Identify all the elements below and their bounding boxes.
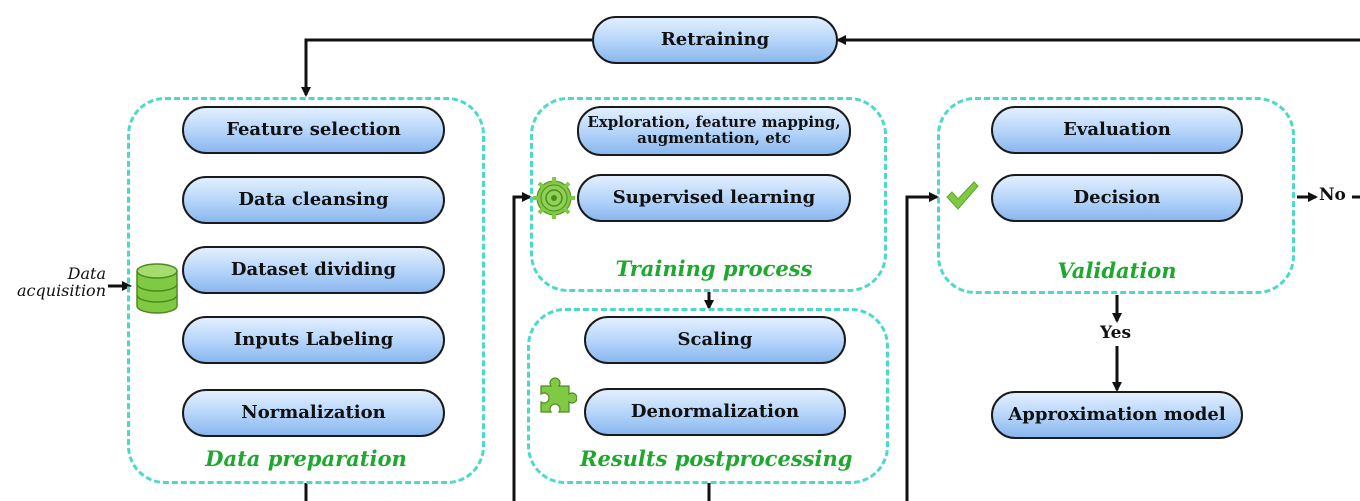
to-training-arrow: [512, 192, 532, 501]
no-label: No: [1319, 185, 1346, 205]
results-postprocessing-label: Results postprocessing: [580, 446, 853, 471]
results-postprocessing-group: [527, 308, 889, 484]
to-validation-arrow: [905, 192, 939, 501]
retraining-node[interactable]: Retraining: [592, 16, 838, 64]
puzzle-icon: [540, 377, 577, 413]
decision-node[interactable]: Decision: [991, 174, 1243, 222]
yes-label: Yes: [1100, 323, 1132, 343]
denormalization-node[interactable]: Denormalization: [584, 388, 846, 436]
training-process-label: Training process: [615, 256, 813, 281]
supervised-learning-node[interactable]: Supervised learning: [577, 174, 851, 222]
data-preparation-label: Data preparation: [205, 446, 407, 471]
gear-icon: [533, 177, 575, 219]
data-cleansing-node[interactable]: Data cleansing: [182, 176, 445, 224]
training-process-group: [530, 97, 887, 292]
data-preparation-group: [127, 97, 485, 484]
exploration-node[interactable]: Exploration, feature mapping, augmentati…: [577, 106, 851, 156]
validation-label: Validation: [1057, 258, 1177, 283]
approximation-model-node[interactable]: Approximation model: [991, 391, 1243, 439]
data-acquisition-label: Data acquisition: [17, 264, 106, 300]
dataset-dividing-node[interactable]: Dataset dividing: [182, 246, 445, 294]
checkmark-icon: [946, 181, 979, 210]
validation-group: [937, 97, 1295, 294]
evaluation-node[interactable]: Evaluation: [991, 106, 1243, 154]
retraining-to-preparation-arrow: [301, 38, 592, 97]
database-icon: [136, 263, 178, 314]
inputs-labeling-node[interactable]: Inputs Labeling: [182, 316, 445, 364]
normalization-node[interactable]: Normalization: [182, 389, 445, 437]
feature-selection-node[interactable]: Feature selection: [182, 106, 445, 154]
scaling-node[interactable]: Scaling: [584, 316, 846, 364]
